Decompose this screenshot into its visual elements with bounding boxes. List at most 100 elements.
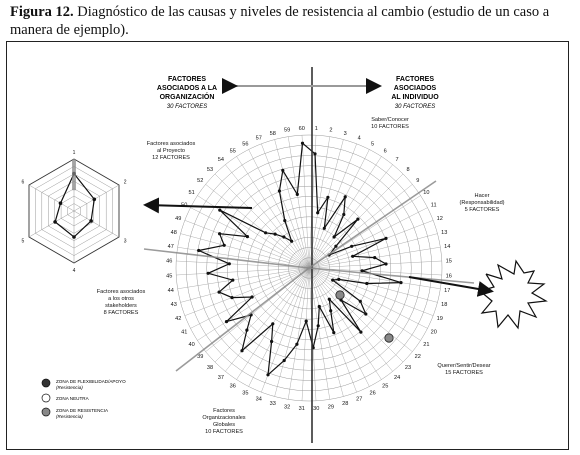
grid-spoke xyxy=(308,267,382,380)
spoke-label: 12 xyxy=(437,216,443,222)
radar-trace-point xyxy=(230,296,234,300)
radar-trace-point xyxy=(277,189,281,193)
grid-ring xyxy=(175,134,443,402)
spoke-label: 57 xyxy=(256,135,262,141)
spoke-label: 46 xyxy=(166,259,172,265)
inset-trace-point xyxy=(72,235,76,239)
header-right-line3: AL INDIVIDUO xyxy=(391,94,439,101)
radar-trace-point xyxy=(300,141,305,145)
radar-trace-point xyxy=(304,319,308,323)
radar-trace-point xyxy=(373,256,377,260)
spoke-label: 53 xyxy=(207,167,213,173)
spoke-label: 49 xyxy=(175,216,181,222)
radar-trace-point xyxy=(290,239,294,243)
radar-trace-point xyxy=(343,195,347,199)
spoke-label: 35 xyxy=(242,391,248,397)
inset-spoke-label: 2 xyxy=(124,180,127,186)
spoke-label: 51 xyxy=(188,190,194,196)
grid-spoke xyxy=(308,156,382,269)
inset-spoke-label: 4 xyxy=(73,268,76,274)
radar-trace-point xyxy=(350,244,354,248)
header-right-line2: ASOCIADOS xyxy=(394,85,437,92)
legend-sub-flexibility: (Resistencia) xyxy=(56,385,83,390)
radar-trace-point xyxy=(270,339,274,344)
grid-spoke xyxy=(274,139,310,269)
grid-spoke xyxy=(308,139,344,269)
grid-spoke xyxy=(248,267,310,387)
radar-trace-point xyxy=(334,244,338,248)
grid-spoke xyxy=(308,267,442,276)
spoke-label: 4 xyxy=(358,135,361,141)
header-right-line1: FACTORES xyxy=(396,76,434,83)
grid-spoke xyxy=(308,207,428,269)
spoke-label: 9 xyxy=(416,178,419,184)
spoke-label: 60 xyxy=(299,126,305,132)
radar-trace-point xyxy=(250,295,254,299)
grid-ring xyxy=(237,196,381,340)
grid-spoke xyxy=(308,143,357,269)
group-org-line3: Globales xyxy=(213,422,235,428)
radar-trace-point xyxy=(316,324,320,328)
radar-trace-point xyxy=(281,168,285,172)
spoke-label: 10 xyxy=(423,190,429,196)
radar-trace-point xyxy=(331,278,335,282)
group-org-line2: Organizacionales xyxy=(202,415,245,421)
radar-trace-point xyxy=(399,281,403,285)
header-right-count: 30 FACTORES xyxy=(395,104,435,110)
spoke-label: 3 xyxy=(344,131,347,137)
grid-spoke xyxy=(176,260,310,269)
legend-swatch-resistance xyxy=(41,407,51,417)
resistance-zone-marker xyxy=(335,290,345,300)
grid-spoke xyxy=(308,267,421,341)
grid-ring xyxy=(298,257,320,279)
radar-trace-point xyxy=(283,219,287,223)
radar-trace-point xyxy=(295,342,299,346)
spoke-label: 42 xyxy=(175,316,181,322)
resistance-zone-marker xyxy=(384,333,394,343)
figure-label: Figura 12. xyxy=(10,4,74,20)
radar-trace-point xyxy=(206,271,210,275)
spoke-label: 22 xyxy=(415,354,421,360)
inset-spoke-label: 5 xyxy=(22,239,25,245)
grid-spoke xyxy=(308,220,434,269)
group-proyecto-line1: Factores asociados xyxy=(147,141,196,147)
spoke-label: 54 xyxy=(218,157,224,163)
spoke-label: 17 xyxy=(444,288,450,294)
spoke-label: 7 xyxy=(396,157,399,163)
spoke-label: 19 xyxy=(437,316,443,322)
grid-spoke xyxy=(308,267,441,289)
spoke-label: 25 xyxy=(382,383,388,389)
spoke-label: 58 xyxy=(270,131,276,137)
spoke-label: 8 xyxy=(406,167,409,173)
spoke-label: 30 xyxy=(313,406,319,412)
spoke-label: 38 xyxy=(207,365,213,371)
group-org-line4: 10 FACTORES xyxy=(205,429,243,435)
grid-spoke xyxy=(288,136,310,269)
figure-caption-text: Diagnóstico de las causas y niveles de r… xyxy=(10,4,550,38)
spoke-label: 5 xyxy=(371,141,374,147)
grid-ring xyxy=(288,247,330,289)
radar-trace-point xyxy=(266,373,270,377)
grid-spoke xyxy=(205,184,310,269)
arrow-to-right-inset xyxy=(408,276,494,297)
spoke-label: 1 xyxy=(315,126,318,132)
radar-trace-point xyxy=(384,236,388,240)
group-separator xyxy=(143,248,310,269)
inset-grid-spoke xyxy=(73,210,120,238)
spoke-label: 13 xyxy=(441,230,447,236)
spoke-label: 44 xyxy=(168,288,174,294)
radar-trace-point xyxy=(351,254,355,258)
inset-trace-point xyxy=(89,219,93,223)
spoke-label: 11 xyxy=(431,202,437,208)
inset-trace-point xyxy=(58,201,63,205)
spoke-label: 18 xyxy=(441,302,447,308)
legend-label-resistance: ZONA DE RESISTENCIA xyxy=(56,408,109,413)
legend-swatch-neutral xyxy=(41,393,51,403)
grid-spoke xyxy=(308,267,438,303)
grid-spoke xyxy=(184,267,310,316)
spoke-label: 34 xyxy=(256,397,262,403)
inset-spoke-label: 3 xyxy=(124,239,127,245)
spoke-label: 41 xyxy=(181,330,187,336)
grid-spoke xyxy=(236,156,310,269)
